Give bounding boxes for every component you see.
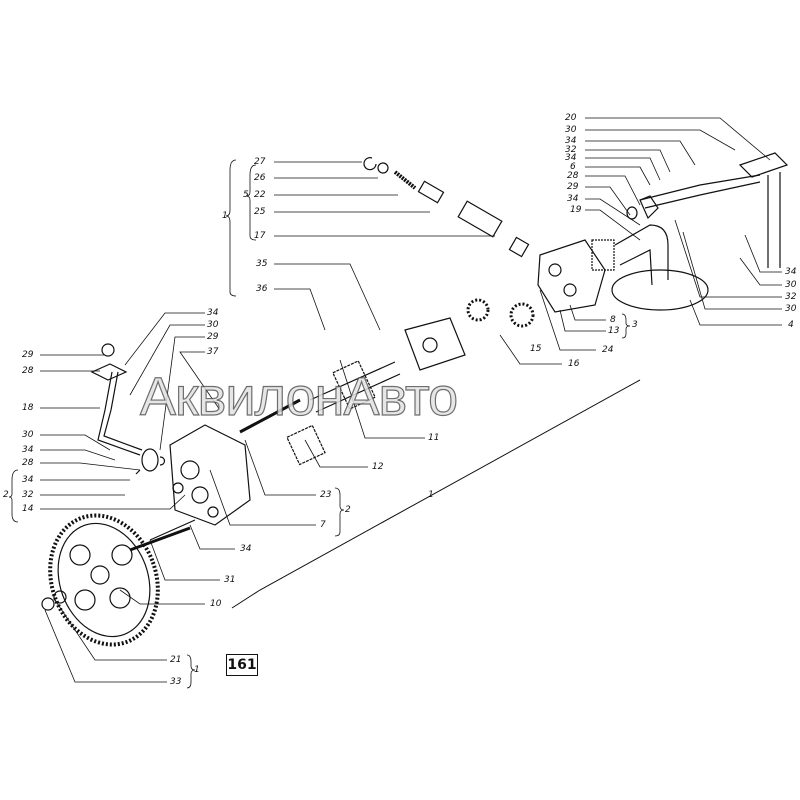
callout-label: 16 (568, 359, 580, 369)
callout-label: 35 (256, 259, 268, 269)
callout-label: 22 (254, 190, 266, 200)
callout-label: 15 (530, 344, 542, 354)
callout-label: 3 (632, 320, 638, 330)
callout-label: 34 (785, 267, 797, 277)
callout-label: 21 (170, 655, 182, 665)
callout-label: 28 (22, 458, 34, 468)
callout-label: 30 (785, 304, 797, 314)
callout-label: 34 (22, 475, 34, 485)
watermark: АквилонАвто (139, 366, 458, 427)
callout-label: 8 (610, 315, 616, 325)
shafts-and-gears (239, 298, 535, 466)
callout-label: 30 (785, 280, 797, 290)
callout-label: 1 (194, 665, 200, 675)
callout-label: 17 (254, 231, 266, 241)
callout-label: 30 (565, 125, 577, 135)
callout-label: 34 (565, 153, 577, 163)
callout-label: 36 (256, 284, 268, 294)
callout-label: 34 (22, 445, 34, 455)
callout-label: 14 (22, 504, 34, 514)
callout-label: 33 (170, 677, 182, 687)
callout-label: 5 (243, 190, 249, 200)
callout-label: 1 (222, 211, 228, 221)
callout-label: 29 (207, 332, 219, 342)
callout-label: 30 (22, 430, 34, 440)
callout-label: 23 (320, 490, 332, 500)
callout-label: 25 (254, 207, 266, 217)
callout-label: 34 (567, 194, 579, 204)
callout-label: 4 (788, 320, 794, 330)
callout-label: 6 (570, 162, 576, 172)
callout-label: 26 (254, 173, 266, 183)
callout-label: 37 (207, 347, 219, 357)
callout-label: 10 (210, 599, 222, 609)
callout-label: 32 (22, 490, 34, 500)
figure-number: 161 (226, 654, 258, 676)
callout-label: 2 (345, 505, 351, 515)
callout-label: 34 (565, 136, 577, 146)
callout-label: 7 (320, 520, 326, 530)
callout-label: 34 (240, 544, 252, 554)
gear-wheel (41, 513, 160, 647)
callout-label: 2 (3, 490, 9, 500)
callout-label: 32 (785, 292, 797, 302)
pressure-valve (363, 157, 530, 258)
callout-label: 31 (224, 575, 236, 585)
oil-pump-and-strainer (537, 152, 789, 313)
callout-label: 24 (602, 345, 614, 355)
pipe-18 (90, 343, 159, 472)
callout-label: 20 (565, 113, 577, 123)
callout-label: 13 (608, 326, 620, 336)
callout-label: 1 (428, 490, 434, 500)
leader-lines (8, 117, 782, 689)
callout-label: 28 (22, 366, 34, 376)
callout-label: 29 (22, 350, 34, 360)
callout-label: 32 (565, 145, 577, 155)
callout-label: 30 (207, 320, 219, 330)
callout-label: 27 (254, 157, 266, 167)
callout-label: 28 (567, 171, 579, 181)
callout-label: 11 (428, 433, 440, 443)
callout-label: 19 (570, 205, 582, 215)
pump-body-lower (129, 424, 251, 552)
callout-label: 12 (372, 462, 384, 472)
callout-label: 34 (207, 308, 219, 318)
callout-label: 29 (567, 182, 579, 192)
callout-label: 18 (22, 403, 34, 413)
